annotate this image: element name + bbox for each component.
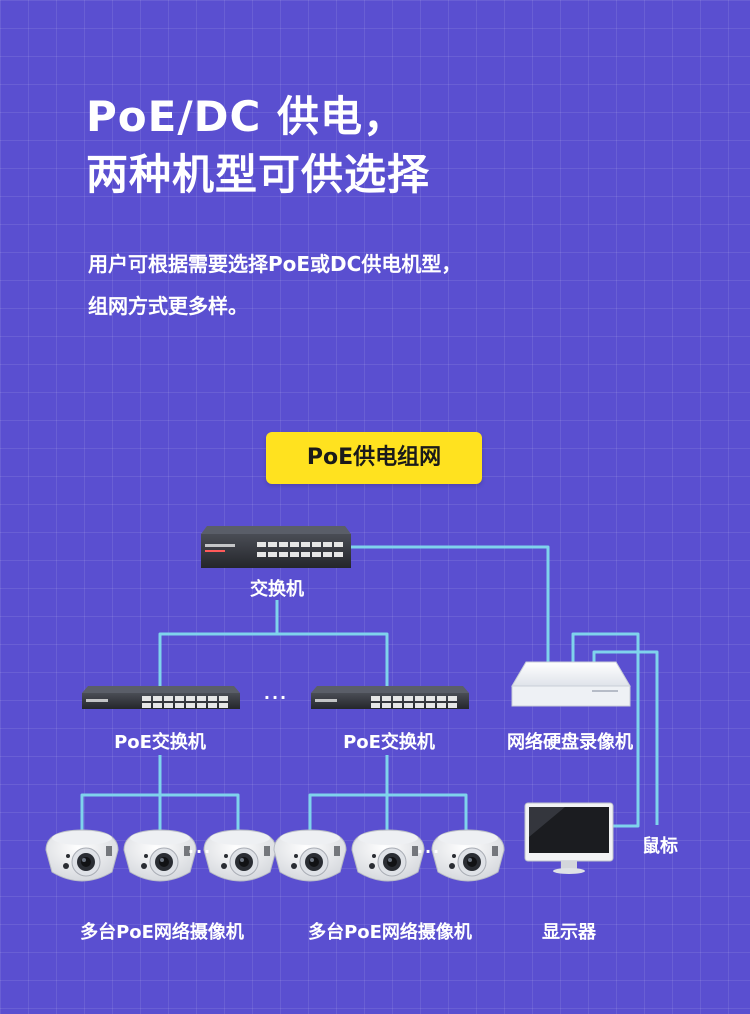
link-nvr-to-monitor: [571, 632, 640, 828]
label-poe-switch-left: PoE交换机: [114, 732, 206, 753]
label-poe-switch-right: PoE交换机: [343, 732, 435, 753]
camera-icon: [203, 829, 277, 882]
link-core-switch-to-nvr: [350, 545, 550, 663]
link-poe-right-to-cameras: [308, 755, 468, 838]
camera-icon: [273, 829, 347, 882]
description: 用户可根据需要选择PoE或DC供电机型， 组网方式更多样。: [88, 243, 461, 327]
ellipsis-between-switches: ···: [263, 688, 289, 707]
poe-switch-right-icon: [311, 686, 469, 709]
connector-lines: [80, 545, 659, 838]
headline: PoE/DC 供电， 两种机型可供选择: [86, 88, 430, 204]
description-line-2: 组网方式更多样。: [88, 294, 248, 318]
label-nvr: 网络硬盘录像机: [507, 732, 633, 753]
label-mouse: 鼠标: [642, 836, 678, 857]
poe-network-badge: PoE供电组网: [266, 432, 482, 484]
core-switch-icon: [201, 526, 351, 568]
ellipsis-cameras-right: ···: [416, 842, 442, 861]
monitor-icon: [524, 802, 614, 874]
camera-icon: [45, 829, 119, 882]
label-core-switch: 交换机: [250, 579, 304, 600]
camera-icon: [123, 829, 197, 882]
link-poe-left-to-cameras: [80, 755, 240, 838]
nvr-icon: [511, 661, 631, 707]
description-line-1: 用户可根据需要选择PoE或DC供电机型，: [88, 252, 462, 276]
camera-icon: [431, 829, 505, 882]
link-core-switch-to-poe-switches: [158, 600, 389, 688]
camera-icon: [351, 829, 425, 882]
headline-line-1: PoE/DC 供电，: [86, 92, 406, 141]
link-nvr-to-mouse: [592, 650, 659, 825]
poe-switch-left-icon: [82, 686, 240, 709]
ellipsis-cameras-left: ···: [187, 842, 213, 861]
headline-line-2: 两种机型可供选择: [86, 150, 431, 199]
label-cameras-right: 多台PoE网络摄像机: [308, 922, 472, 943]
label-monitor: 显示器: [542, 922, 596, 943]
label-cameras-left: 多台PoE网络摄像机: [80, 922, 244, 943]
